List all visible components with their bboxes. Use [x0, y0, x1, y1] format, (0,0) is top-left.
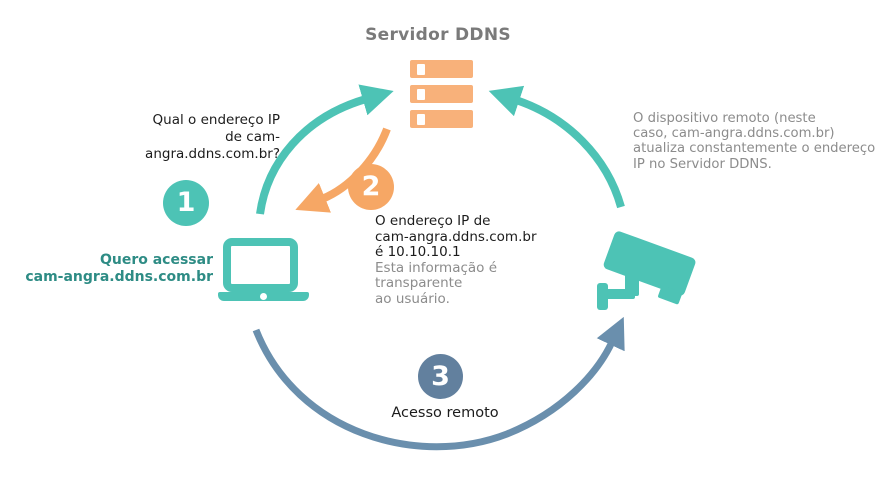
step-1-text: Qual o endereço IP de cam-angra.ddns.com… — [145, 112, 280, 162]
server-drive-slot — [417, 114, 425, 125]
server-rack-unit — [410, 110, 473, 128]
server-rack-unit — [410, 60, 473, 78]
camera-body — [603, 231, 696, 296]
step-2-text-note: Esta informação é transparente ao usuári… — [375, 259, 498, 307]
server-rack-unit — [410, 85, 473, 103]
camera-mount-plate — [597, 283, 608, 310]
laptop-label: Quero acessar cam-angra.ddns.com.br — [25, 252, 213, 285]
laptop-base — [218, 292, 309, 301]
diagram-title: Servidor DDNS — [365, 25, 511, 45]
remote-access-arrow — [252, 316, 625, 451]
server-drive-slot — [417, 64, 425, 75]
step-3-badge: 3 — [418, 354, 463, 399]
laptop-touchpad-dot — [260, 293, 267, 300]
query-arrow — [256, 84, 394, 215]
camera-lens — [658, 285, 683, 305]
step-2-badge: 2 — [348, 164, 394, 210]
server-icon — [410, 60, 473, 128]
camera-note: O dispositivo remoto (neste caso, cam-an… — [633, 111, 876, 172]
step-3-label: Acesso remoto — [391, 405, 499, 421]
server-drive-slot — [417, 89, 425, 100]
camera-mount-post — [625, 270, 639, 296]
step-1-badge: 1 — [163, 180, 209, 226]
step-2-text: O endereço IP de cam-angra.ddns.com.br é… — [375, 213, 585, 307]
update-arrow — [488, 85, 625, 209]
laptop-icon — [223, 238, 298, 292]
camera-icon — [597, 231, 696, 310]
step-2-text-main: O endereço IP de cam-angra.ddns.com.br é… — [375, 213, 537, 260]
